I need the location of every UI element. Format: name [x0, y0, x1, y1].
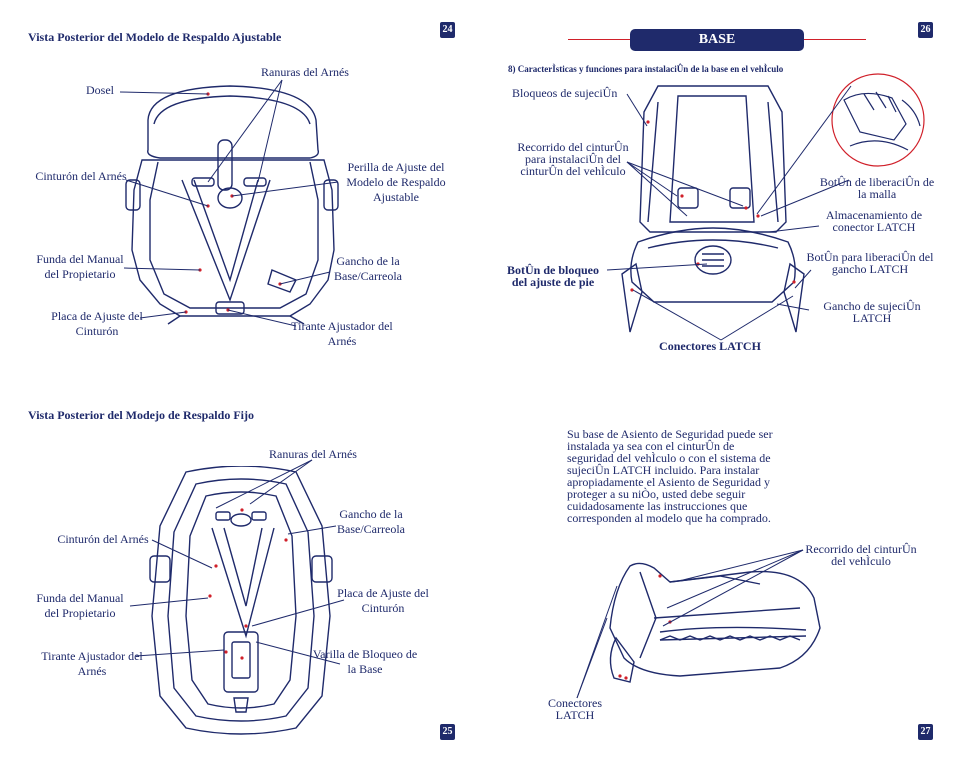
label-cinturon-arnes-fixed: Cinturón del Arnés [57, 532, 149, 546]
section-heading-fixed: Vista Posterior del Modejo de Respaldo F… [28, 408, 254, 422]
adjustable-seat-illustration [120, 80, 350, 330]
label-ranuras-arnes-fixed: Ranuras del Arnés [269, 447, 357, 461]
label-gancho-sujecion-latch: Gancho de sujeciÛn LATCH [823, 299, 921, 325]
base-illustration [618, 82, 808, 338]
page-number-24: 24 [440, 22, 455, 38]
label-boton-bloqueo-pie: BotÛn de bloqueo del ajuste de pie [506, 263, 600, 289]
paragraph-line: cuidadosamente las instrucciones que [567, 499, 748, 513]
label-recorrido-vehiculo: Recorrido del cinturÛn del vehÌculo [805, 542, 917, 568]
label-recorrido-cinturon: Recorrido del cinturÛn para instalaciÛn … [517, 140, 629, 178]
label-funda-manual-fixed: Funda del Manual del Propietario [36, 591, 124, 620]
label-boton-liberacion-gancho: BotÛn para liberaciÛn del gancho LATCH [806, 250, 934, 276]
section-subheading: 8) CaracterÌsticas y funciones para inst… [508, 64, 784, 74]
installed-base-illustration [600, 558, 830, 692]
right-bottom-leader-lines [477, 380, 954, 759]
label-gancho-base-fixed: Gancho de la Base/Carreola [337, 507, 405, 536]
install-paragraph: Su base de Asiento de Seguridad puede se… [567, 428, 807, 524]
label-varilla-bloqueo: Varilla de Bloqueo de la Base [312, 647, 418, 676]
label-conectores-latch: Conectores LATCH [659, 339, 761, 353]
label-tirante-ajustador-fixed: Tirante Ajustador del Arnés [41, 649, 143, 678]
right-top-leader-lines [477, 0, 954, 380]
section-heading-adjustable: Vista Posterior del Modelo de Respaldo A… [28, 30, 282, 44]
paragraph-line: Su base de Asiento de Seguridad puede se… [567, 427, 773, 441]
label-gancho-base: Gancho de la Base/Carreola [334, 254, 402, 283]
fixed-seat-illustration [146, 466, 336, 742]
label-bloqueos-sujecion: Bloqueos de sujeciÛn [512, 86, 618, 100]
page-number-25: 25 [440, 724, 455, 740]
label-perilla-ajuste: Perilla de Ajuste del Modelo de Respaldo… [346, 160, 446, 204]
paragraph-line: apropiadamente el Asiento de Seguridad y [567, 475, 770, 489]
label-cinturon-arnes: Cinturón del Arnés [35, 169, 127, 183]
left-bottom-leader-lines [0, 380, 477, 759]
label-funda-manual: Funda del Manual del Propietario [36, 252, 124, 281]
paragraph-line: sujeciÛn LATCH incluido. Para instalar [567, 463, 760, 477]
paragraph-line: seguridad del vehÌculo o con el sistema … [567, 451, 771, 465]
label-dosel: Dosel [86, 83, 114, 97]
page-number-27: 27 [918, 724, 933, 740]
base-banner: BASE [630, 29, 804, 51]
left-top-leader-lines [0, 0, 477, 380]
label-placa-ajuste: Placa de Ajuste del Cinturón [51, 309, 143, 338]
label-ranuras-arnes: Ranuras del Arnés [261, 65, 349, 79]
paragraph-line: instalada ya sea con el cinturÛn de [567, 439, 735, 453]
label-placa-ajuste-fixed: Placa de Ajuste del Cinturón [337, 586, 429, 615]
latch-detail-circle [824, 70, 932, 170]
label-almacenamiento-latch: Almacenamiento de conector LATCH [825, 208, 923, 234]
paragraph-line: proteger a su niÒo, usted debe seguir [567, 487, 746, 501]
label-boton-liberacion-malla: BotÛn de liberaciÛn de la malla [819, 175, 935, 201]
page-number-26: 26 [918, 22, 933, 38]
label-conectores-latch-bottom: Conectores LATCH [548, 696, 602, 722]
label-tirante-ajustador: Tirante Ajustador del Arnés [291, 319, 393, 348]
paragraph-line: corresponden al modelo que ha comprado. [567, 511, 771, 525]
